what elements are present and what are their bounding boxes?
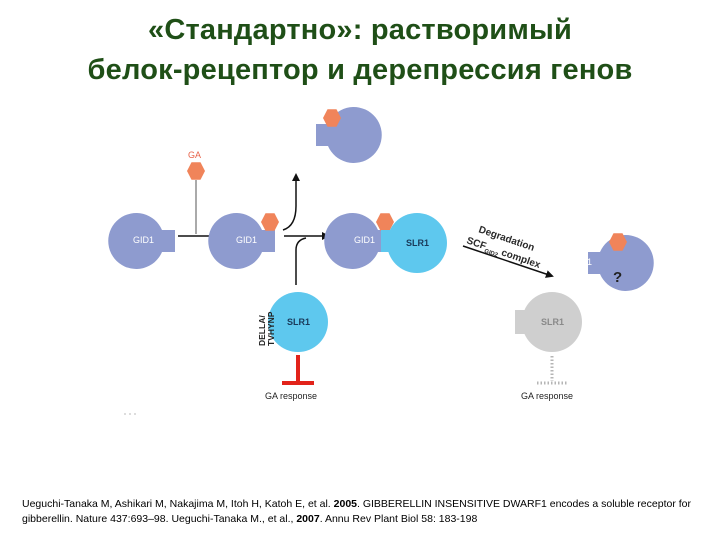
scf-subscript: GID2: [483, 249, 499, 259]
ga-free-label: GA: [188, 150, 201, 160]
ga-bound-icon: [261, 213, 279, 230]
citation-year-1: 2005: [334, 498, 357, 510]
gid1-released: GID1 ?: [571, 233, 654, 291]
slr1-repressor-label: SLR1: [287, 317, 310, 327]
ga-response-right: GA response: [521, 391, 573, 401]
gid1-ga-label: GID1: [236, 235, 257, 245]
ga-free-icon: [187, 162, 205, 179]
slr1-repressor: SLR1 DELLA/ TVHYNP GA response: [257, 292, 328, 401]
arrow-up-curve: [283, 175, 296, 230]
slr1-degraded-nub: [515, 310, 529, 334]
slr1-degraded-label: SLR1: [541, 317, 564, 327]
arrow-from-slr1-curve: [296, 238, 306, 285]
gid1-top: GID1: [294, 107, 382, 163]
citation-part-1: Ueguchi-Tanaka M, Ashikari M, Nakajima M…: [22, 498, 334, 510]
citation: Ueguchi-Tanaka M, Ashikari M, Nakajima M…: [22, 497, 702, 527]
slr1-complex-label: SLR1: [406, 238, 429, 248]
gid1-top-label: GID1: [294, 131, 315, 141]
ga-response-left: GA response: [265, 391, 317, 401]
question-mark: ?: [613, 269, 622, 286]
gid1-ga-complex: GID1: [208, 213, 279, 269]
gid1-ga-slr1-complex: GID1 SLR1: [324, 213, 447, 273]
gid1-complex-label: GID1: [354, 235, 375, 245]
della-label-line2: TVHYNP: [266, 311, 276, 346]
gid1-unbound: GID1: [108, 213, 175, 269]
slr1-degraded: SLR1 GA response: [515, 292, 582, 401]
gid1-released-label: GID1: [571, 257, 592, 267]
gid1-unbound-label: GID1: [133, 235, 154, 245]
citation-part-3: . Annu Rev Plant Biol 58: 183-198: [320, 513, 478, 525]
slr1-complex-nub: [381, 230, 395, 252]
citation-year-2: 2007: [296, 513, 319, 525]
scf-suffix: complex: [497, 247, 542, 272]
